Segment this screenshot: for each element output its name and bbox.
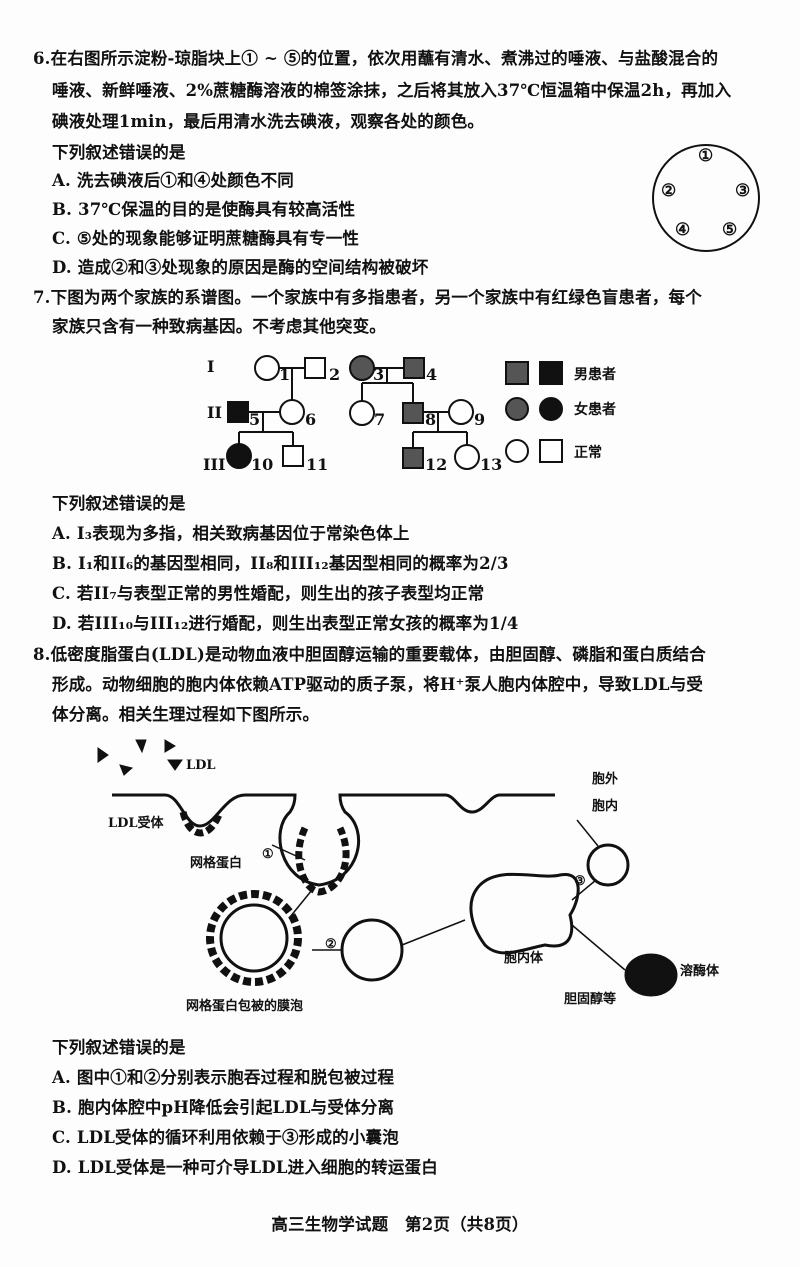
individual-2 [304, 357, 326, 379]
ldl-diagram-labels: LDL LDL受体 网格蛋白 胞外 胞内 ① ② ③ 网格蛋白包被的膜泡 胞内体… [108, 758, 720, 1014]
svg-text:网格蛋白包被的膜泡: 网格蛋白包被的膜泡 [186, 998, 303, 1014]
svg-text:LDL受体: LDL受体 [108, 815, 165, 831]
mark-5: ⑤ [722, 220, 737, 240]
agar-block-figure: ① ② ③ ④ ⑤ [652, 144, 760, 252]
q8-stem-line: 体分离。相关生理过程如下图所示。 [52, 705, 320, 724]
svg-text:I: I [207, 357, 214, 376]
q6-stem-line: 碘液处理1min，最后用清水洗去碘液，观察各处的颜色。 [52, 112, 485, 131]
q6-option-d: D. 造成②和③处现象的原因是酶的空间结构被破坏 [52, 258, 429, 277]
svg-text:7: 7 [374, 410, 385, 429]
individual-12 [402, 447, 424, 469]
svg-text:③: ③ [574, 874, 586, 889]
mark-4: ④ [675, 220, 690, 240]
svg-text:LDL: LDL [186, 758, 216, 773]
q8-stem-line: 形成。动物细胞的胞内体依赖ATP驱动的质子泵，将H⁺泵人胞内体腔中，导致LDL与… [52, 675, 704, 694]
svg-text:胞外: 胞外 [591, 771, 618, 787]
page-footer: 高三生物学试题 第2页（共8页） [271, 1215, 529, 1234]
individual-6 [279, 399, 305, 425]
svg-text:②: ② [325, 937, 337, 952]
q6-prompt: 下列叙述错误的是 [52, 143, 186, 162]
svg-text:2: 2 [329, 365, 340, 384]
svg-text:溶酶体: 溶酶体 [680, 963, 720, 979]
q7-prompt: 下列叙述错误的是 [52, 494, 186, 513]
q8-stem-line: 8.低密度脂蛋白(LDL)是动物血液中胆固醇运输的重要载体，由胆固醇、磷脂和蛋白… [33, 645, 706, 664]
svg-text:①: ① [262, 847, 274, 862]
svg-text:8: 8 [425, 410, 436, 429]
svg-text:5: 5 [249, 410, 260, 429]
individual-3 [349, 355, 375, 381]
svg-text:12: 12 [425, 455, 447, 474]
svg-text:9: 9 [474, 410, 485, 429]
mark-3: ③ [735, 181, 750, 201]
q7-option-d: D. 若III₁₀与III₁₂进行婚配，则生出表型正常女孩的概率为1/4 [52, 614, 519, 633]
individual-9 [448, 399, 474, 425]
q7-stem-line: 7.下图为两个家族的系谱图。一个家族中有多指患者，另一个家族中有红绿色盲患者，每… [33, 288, 702, 307]
q6-stem-line: 6.在右图所示淀粉-琼脂块上① ~ ⑤的位置，依次用蘸有清水、煮沸过的唾液、与盐… [33, 49, 719, 68]
legend-male-patient: 男患者 [574, 366, 616, 383]
q8-option-b: B. 胞内体腔中pH降低会引起LDL与受体分离 [52, 1098, 395, 1117]
svg-text:13: 13 [480, 455, 502, 474]
svg-text:3: 3 [373, 365, 384, 384]
q7-option-c: C. 若II₇与表型正常的男性婚配，则生出的孩子表型均正常 [52, 584, 485, 603]
ldl-diagram [97, 739, 678, 997]
svg-text:11: 11 [306, 455, 328, 474]
svg-text:10: 10 [251, 455, 273, 474]
svg-text:胞内: 胞内 [591, 798, 618, 814]
q6-stem-line: 唾液、新鲜唾液、2%蔗糖酶溶液的棉签涂抹，之后将其放入37℃恒温箱中保温2h，再… [52, 81, 732, 100]
svg-text:4: 4 [426, 365, 437, 384]
legend-female-patient: 女患者 [574, 401, 616, 418]
svg-text:网格蛋白: 网格蛋白 [190, 855, 242, 871]
svg-text:III: III [203, 455, 225, 474]
q7-option-a: A. I₃表现为多指，相关致病基因位于常染色体上 [52, 524, 410, 543]
individual-7 [349, 400, 375, 426]
svg-text:胞内体: 胞内体 [503, 950, 544, 966]
q8-option-d: D. LDL受体是一种可介导LDL进入细胞的转运蛋白 [52, 1158, 438, 1177]
mark-2: ② [661, 181, 676, 201]
q8-option-c: C. LDL受体的循环利用依赖于③形成的小囊泡 [52, 1128, 399, 1147]
q8-prompt: 下列叙述错误的是 [52, 1038, 186, 1057]
q7-option-b: B. I₁和II₆的基因型相同，II₈和III₁₂基因型相同的概率为2/3 [52, 554, 509, 573]
individual-4 [403, 357, 425, 379]
q8-option-a: A. 图中①和②分别表示胞吞过程和脱包被过程 [52, 1068, 395, 1087]
svg-text:胆固醇等: 胆固醇等 [564, 991, 616, 1007]
clathrin-coat [179, 810, 350, 896]
individual-8 [402, 402, 424, 424]
svg-text:1: 1 [279, 365, 290, 384]
individual-13 [454, 444, 480, 470]
svg-text:II: II [207, 403, 222, 422]
q7-stem-line: 家族只含有一种致病基因。不考虑其他突变。 [52, 317, 386, 336]
individual-11 [282, 445, 304, 467]
pedigree-chart [226, 355, 563, 470]
q6-option-a: A. 洗去碘液后①和④处颜色不同 [52, 171, 294, 190]
q6-option-b: B. 37℃保温的目的是使酶具有较高活性 [52, 200, 356, 219]
legend-normal: 正常 [574, 444, 602, 461]
pedigree-labels: I II III 1 2 3 4 5 6 7 8 9 10 11 12 13 男… [203, 357, 616, 474]
individual-1 [254, 355, 280, 381]
individual-5 [227, 401, 249, 423]
mark-1: ① [698, 146, 713, 166]
q6-option-c: C. ⑤处的现象能够证明蔗糖酶具有专一性 [52, 229, 360, 248]
svg-text:6: 6 [305, 410, 316, 429]
individual-10 [226, 443, 252, 469]
